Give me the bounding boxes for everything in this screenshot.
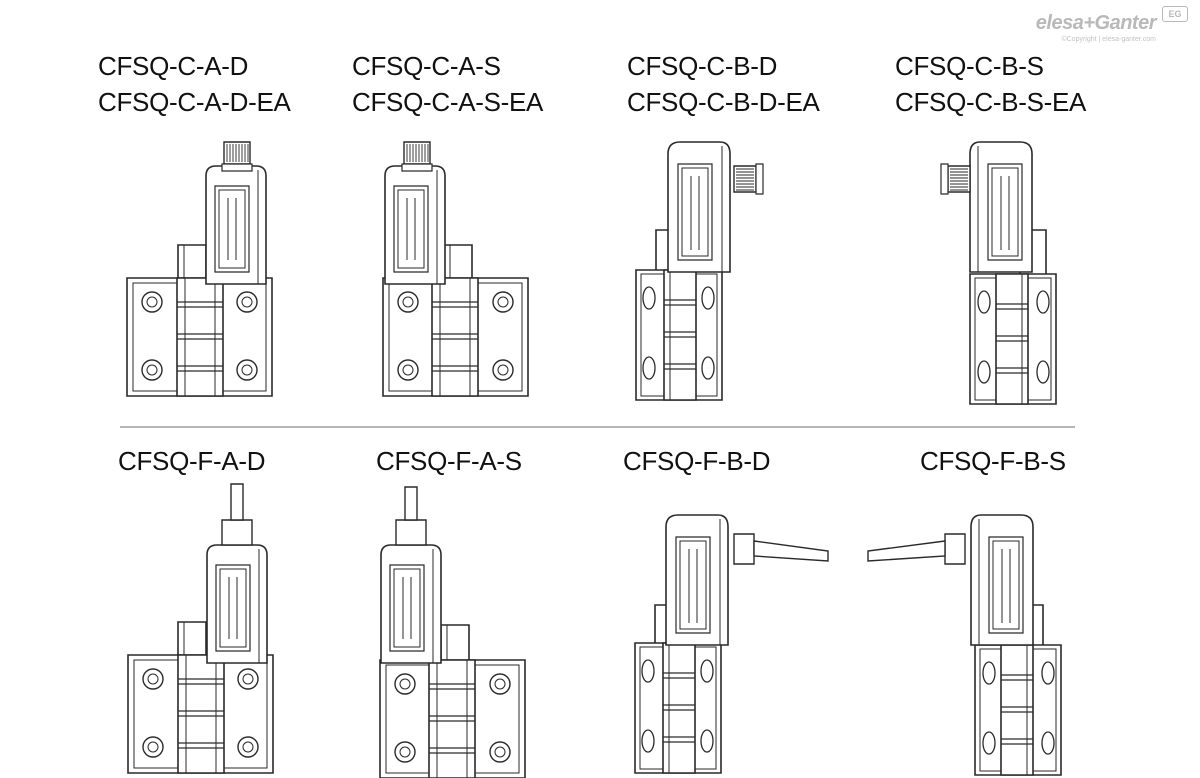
label-c-a-d: CFSQ-C-A-D CFSQ-C-A-D-EA xyxy=(98,48,291,120)
label-c-b-d: CFSQ-C-B-D CFSQ-C-B-D-EA xyxy=(627,48,820,120)
label-code: CFSQ-C-A-D xyxy=(98,51,249,81)
label-code-ea: CFSQ-C-A-S-EA xyxy=(352,87,544,117)
hinge-c-b-d xyxy=(635,141,764,401)
label-code-ea: CFSQ-C-B-S-EA xyxy=(895,87,1087,117)
label-code: CFSQ-C-B-S xyxy=(895,51,1044,81)
label-code-ea: CFSQ-C-A-D-EA xyxy=(98,87,291,117)
label-f-b-d: CFSQ-F-B-D xyxy=(623,443,771,479)
row-divider xyxy=(120,426,1075,428)
brand-logo: elesa+Ganter EG ©Copyright | elesa-gante… xyxy=(1008,6,1188,46)
label-code-ea: CFSQ-C-B-D-EA xyxy=(627,87,820,117)
logo-copyright: ©Copyright | elesa-ganter.com xyxy=(1061,36,1156,43)
label-code: CFSQ-F-A-S xyxy=(376,446,522,476)
hinge-f-b-d xyxy=(634,514,828,774)
hinge-c-b-s xyxy=(940,141,1057,405)
hinge-f-a-d xyxy=(127,484,274,774)
label-c-a-s: CFSQ-C-A-S CFSQ-C-A-S-EA xyxy=(352,48,543,120)
hinge-c-a-d xyxy=(126,141,273,397)
label-code: CFSQ-F-B-D xyxy=(623,446,771,476)
hinge-f-b-s xyxy=(868,514,1062,776)
hinge-f-a-s xyxy=(379,487,526,778)
label-code: CFSQ-F-A-D xyxy=(118,446,266,476)
label-code: CFSQ-C-B-D xyxy=(627,51,778,81)
label-code: CFSQ-C-A-S xyxy=(352,51,501,81)
hinge-c-a-s xyxy=(382,141,529,397)
logo-wordmark: elesa+Ganter xyxy=(1035,12,1157,34)
logo-badge: EG xyxy=(1162,6,1188,22)
label-code: CFSQ-F-B-S xyxy=(920,446,1066,476)
label-f-a-s: CFSQ-F-A-S xyxy=(376,443,522,479)
label-c-b-s: CFSQ-C-B-S CFSQ-C-B-S-EA xyxy=(895,48,1086,120)
label-f-b-s: CFSQ-F-B-S xyxy=(920,443,1066,479)
label-f-a-d: CFSQ-F-A-D xyxy=(118,443,266,479)
